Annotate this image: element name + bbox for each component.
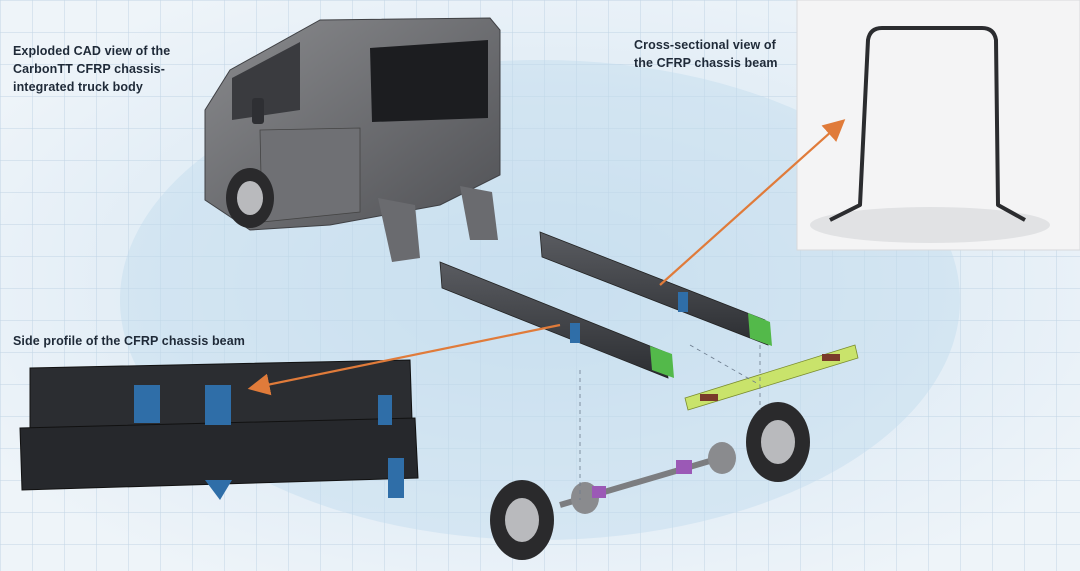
- rear-axle-assembly: [559, 442, 736, 514]
- windshield: [232, 42, 300, 120]
- beam-cross-section-profile: [829, 26, 1026, 222]
- beam-bracket: [570, 323, 580, 343]
- brake-disc: [708, 442, 736, 474]
- side-profile-caption: Side profile of the CFRP chassis beam: [13, 334, 246, 348]
- cab-mount-brackets: [378, 186, 498, 262]
- cfrp-beam-left: [439, 261, 674, 379]
- exploded-view-caption: Exploded CAD view of the CarbonTT CFRP c…: [13, 44, 171, 94]
- beam-end-cap: [748, 313, 772, 346]
- axle-mount: [676, 460, 692, 474]
- beam-bracket: [205, 385, 231, 425]
- cab-door: [259, 127, 361, 223]
- rear-wheel-left: [490, 480, 554, 560]
- beam-bracket: [378, 395, 392, 425]
- beam-bracket: [205, 480, 232, 500]
- side-profile-beam: [19, 359, 419, 500]
- cross-section-caption: Cross-sectional view of the CFRP chassis…: [634, 38, 778, 70]
- beam-bracket: [678, 292, 688, 312]
- beam-bracket: [134, 385, 160, 423]
- beam-end-cap: [650, 346, 674, 378]
- arrow-to-side-profile: [247, 323, 561, 396]
- beam-bracket: [388, 458, 404, 498]
- assembly-guide-lines: [579, 344, 761, 500]
- rear-crossbar: [684, 344, 859, 411]
- side-mirror: [252, 98, 264, 124]
- crossbar-tail-light: [822, 354, 840, 361]
- cfrp-beam-right: [539, 231, 772, 346]
- rear-wheel-right: [746, 402, 810, 482]
- crossbar-tail-light: [700, 394, 718, 401]
- truck-cab: [204, 17, 501, 231]
- axle-mount: [592, 486, 606, 498]
- arrow-to-cross-section: [659, 119, 846, 286]
- front-wheel: [226, 168, 274, 228]
- side-window: [370, 40, 488, 122]
